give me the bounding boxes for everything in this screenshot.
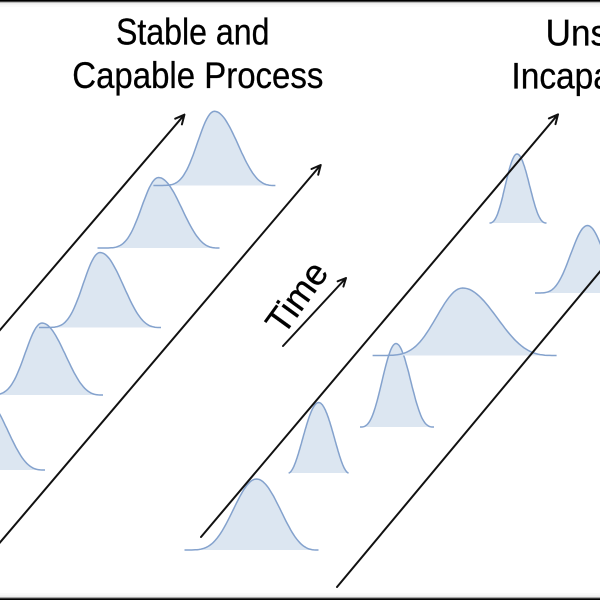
svg-text:Capable Process: Capable Process (72, 55, 323, 96)
svg-text:Time: Time (257, 253, 336, 341)
svg-text:Unstable and: Unstable and (546, 12, 600, 53)
svg-text:Incapable Process: Incapable Process (511, 55, 600, 96)
svg-text:Stable and: Stable and (116, 12, 270, 53)
